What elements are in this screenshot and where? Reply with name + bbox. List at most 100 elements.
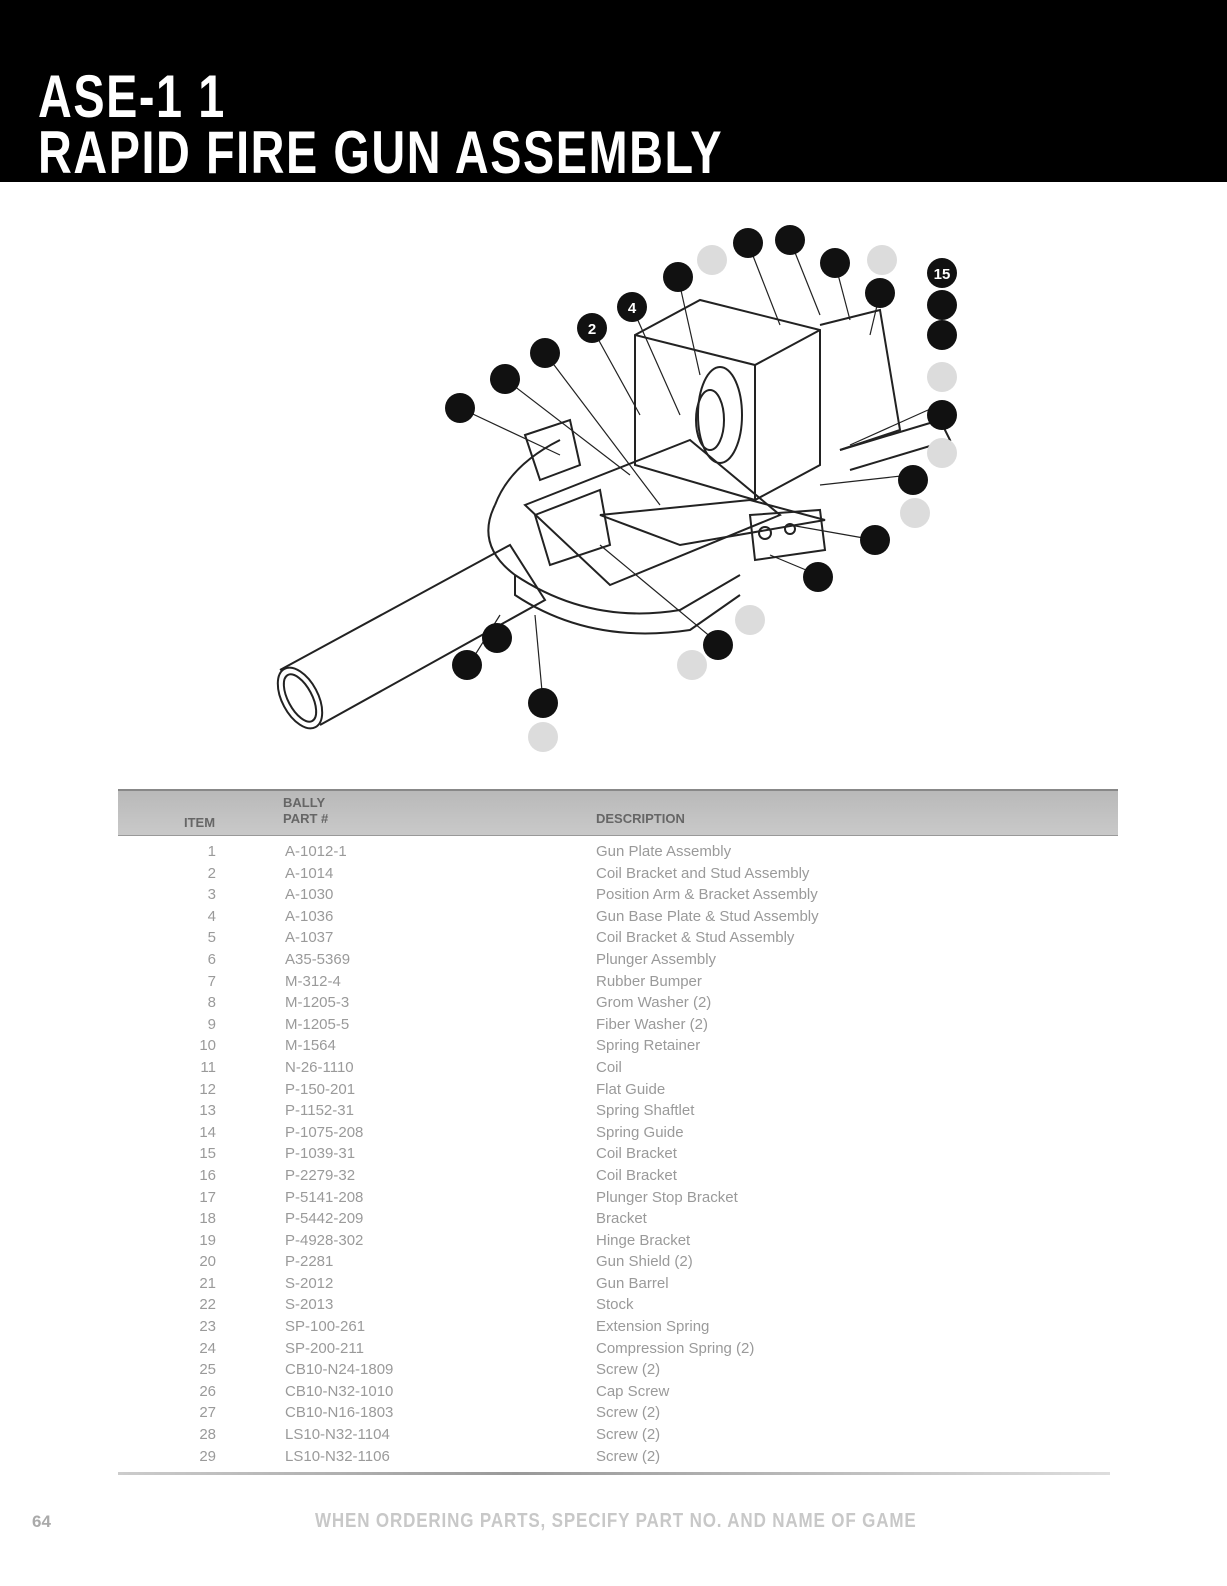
part-description: Plunger Assembly	[596, 950, 717, 968]
part-description: Coil Bracket and Stud Assembly	[596, 864, 810, 882]
part-description: Cap Screw	[596, 1382, 670, 1400]
part-number: P-2281	[285, 1253, 334, 1271]
part-number: SP-200-211	[285, 1339, 364, 1357]
part-number: M-1205-3	[285, 994, 350, 1012]
part-description: Position Arm & Bracket Assembly	[596, 886, 818, 904]
part-description: Coil	[596, 1058, 622, 1076]
table-row: 5 A-1037 Coil Bracket & Stud Assembly	[118, 927, 1118, 949]
header-description: DESCRIPTION	[596, 811, 685, 826]
part-number: N-26-1110	[285, 1058, 354, 1076]
page-header: ASE-1 1 RAPID FIRE GUN ASSEMBLY	[0, 0, 1227, 186]
part-number: LS10-N32-1106	[285, 1447, 390, 1465]
item-number: 29	[199, 1447, 216, 1465]
item-number: 13	[199, 1102, 216, 1120]
item-number: 9	[207, 1015, 216, 1033]
item-number: 2	[207, 864, 216, 882]
item-number: 18	[199, 1210, 216, 1228]
part-description: Bracket	[596, 1210, 647, 1228]
item-number: 25	[199, 1361, 216, 1379]
part-description: Coil Bracket & Stud Assembly	[596, 929, 795, 947]
part-description: Gun Barrel	[596, 1274, 669, 1292]
part-description: Hinge Bracket	[596, 1231, 691, 1249]
part-number: M-1205-5	[285, 1015, 350, 1033]
item-number: 19	[199, 1231, 216, 1249]
item-number: 4	[207, 907, 216, 925]
table-row: 2 A-1014 Coil Bracket and Stud Assembly	[118, 863, 1118, 885]
part-description: Screw (2)	[596, 1426, 661, 1444]
part-description: Rubber Bumper	[596, 972, 702, 990]
part-number: M-312-4	[285, 972, 341, 990]
part-number: P-4928-302	[285, 1231, 364, 1249]
part-description: Flat Guide	[596, 1080, 666, 1098]
part-description: Gun Base Plate & Stud Assembly	[596, 907, 819, 925]
header-part-line1: BALLY	[283, 795, 326, 810]
item-number: 21	[199, 1274, 216, 1292]
item-number: 23	[199, 1318, 216, 1336]
model-title: ASE-1 1	[38, 63, 226, 130]
part-number: A-1037	[285, 929, 334, 947]
item-number: 12	[199, 1080, 216, 1098]
part-number: P-1075-208	[285, 1123, 364, 1141]
part-description: Compression Spring (2)	[596, 1339, 755, 1357]
part-number: S-2012	[285, 1274, 334, 1292]
part-number: A35-5369	[285, 950, 351, 968]
table-row: 6 A35-5369 Plunger Assembly	[118, 949, 1118, 971]
table-row: 1 A-1012-1 Gun Plate Assembly	[118, 841, 1118, 863]
part-description: Gun Plate Assembly	[596, 843, 732, 860]
part-number: CB10-N16-1803	[285, 1404, 394, 1422]
item-number: 5	[207, 929, 216, 947]
part-number: A-1012-1	[285, 843, 347, 860]
part-description: Fiber Washer (2)	[596, 1015, 708, 1033]
part-description: Grom Washer (2)	[596, 994, 712, 1012]
part-description: Spring Retainer	[596, 1037, 701, 1055]
part-description: Spring Shaftlet	[596, 1102, 695, 1120]
part-number: P-150-201	[285, 1080, 356, 1098]
part-description: Stock	[596, 1296, 634, 1314]
item-number: 7	[207, 972, 216, 990]
item-number: 15	[199, 1145, 216, 1163]
item-number: 28	[199, 1426, 216, 1444]
table-bottom-rule	[118, 1472, 1110, 1475]
table-row: 7 M-312-4 Rubber Bumper	[118, 971, 1118, 993]
table-row: 27 CB10-N16-1803 Screw (2)	[118, 1402, 1118, 1424]
item-number: 1	[207, 843, 216, 860]
part-description: Gun Shield (2)	[596, 1253, 693, 1271]
part-number: P-5442-209	[285, 1210, 364, 1228]
part-number: P-2279-32	[285, 1166, 356, 1184]
part-number: SP-100-261	[285, 1318, 366, 1336]
part-number: P-1039-31	[285, 1145, 356, 1163]
part-description: Screw (2)	[596, 1404, 661, 1422]
part-number: CB10-N32-1010	[285, 1382, 394, 1400]
header-part-line2: PART #	[283, 811, 329, 826]
table-row: 12 P-150-201 Flat Guide	[118, 1079, 1118, 1101]
part-number: A-1030	[285, 886, 334, 904]
part-description: Screw (2)	[596, 1361, 661, 1379]
assembly-title: RAPID FIRE GUN ASSEMBLY	[38, 119, 724, 186]
item-number: 6	[207, 950, 216, 968]
item-number: 22	[199, 1296, 216, 1314]
item-number: 27	[199, 1404, 216, 1422]
exploded-parts-diagram: 2 4 15	[260, 215, 990, 775]
ordering-note: WHEN ORDERING PARTS, SPECIFY PART NO. AN…	[315, 1510, 917, 1532]
item-number: 10	[199, 1037, 216, 1055]
callout-2: 2	[588, 321, 596, 338]
part-number: A-1014	[285, 864, 334, 882]
